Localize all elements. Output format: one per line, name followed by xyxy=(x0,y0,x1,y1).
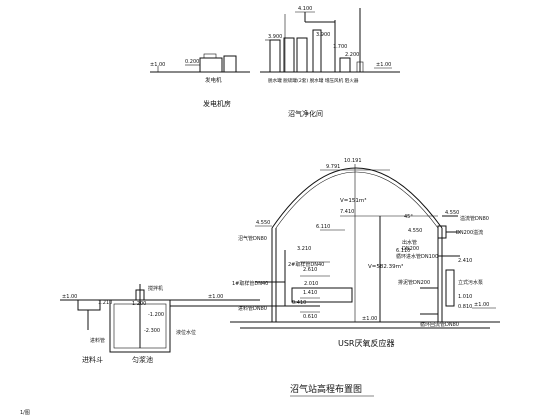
circulation-pipe-label: 循环进水管DN100 xyxy=(396,253,438,260)
elev-gen-ground: ±1.00 xyxy=(150,62,165,68)
elev-dome-top1: 9.791 xyxy=(326,164,340,170)
outlet-pipe-1: 出水管 xyxy=(402,239,417,246)
elev-left-ground: ±1.00 xyxy=(62,294,77,300)
liquid-volume: V=582.39m³ xyxy=(368,263,403,270)
elev-pur-d: 2.200 xyxy=(345,52,359,58)
outlet-pipe-2: DN200 xyxy=(402,246,419,252)
elev-pur-c: 1.700 xyxy=(333,44,347,50)
purification-caption: 沼气净化间 xyxy=(288,109,323,118)
vertical-pump-label: 立式污水泵 xyxy=(458,279,483,286)
elev-pipe2: 2.610 xyxy=(303,267,317,273)
generator-label: 发电机 xyxy=(205,76,222,84)
elev-pur-top: 4.100 xyxy=(298,6,312,12)
elev-mid1: 7.410 xyxy=(340,209,354,215)
overflow-pipe-label: 溢流管DN80 xyxy=(460,215,489,222)
elev-left-c: -1.200 xyxy=(148,312,164,318)
elev-pipe1: 3.210 xyxy=(297,246,311,252)
sample-pipe-2-label: 2#取样管DN40 xyxy=(288,261,324,268)
elev-pipe3: 1.410 xyxy=(303,290,317,296)
feed-area: ±1.00 ±1.00 1.210 进料管 搅拌机 1.200 -1.200 -… xyxy=(60,284,262,364)
gas-pipe-label: 沼气管DN80 xyxy=(238,235,267,242)
elev-right1: 2.410 xyxy=(458,258,472,264)
elev-pipe6: 2.010 xyxy=(304,281,318,287)
feed-pipe-label: 进料管 xyxy=(90,337,105,344)
elev-pur-a: 3.900 xyxy=(268,34,282,40)
drawing-title: 沼气站高程布置图 xyxy=(290,383,362,395)
purification-room: 4.100 3.900 3.900 1.700 2.200 ±1.00 脱水罐 … xyxy=(260,6,400,118)
purify-units-label: 脱水罐 脱硫罐(2套) 脱水罐 增压风机 阻火器 xyxy=(268,77,359,84)
elev-mid3: 6.110 xyxy=(396,248,410,254)
drain-pipe-label: 排泥管DN200 xyxy=(398,279,430,286)
elev-mid2: 6.110 xyxy=(316,224,330,230)
elev-pur-ground: ±1.00 xyxy=(376,62,391,68)
mixer-label: 搅拌机 xyxy=(148,285,163,292)
elev-left-a: 1.210 xyxy=(98,300,112,306)
level-label: 液位水位 xyxy=(176,329,196,336)
angle-callout: 45° xyxy=(404,214,413,220)
elev-gen-h: 0.200 xyxy=(185,59,199,65)
feed-hopper-caption: 进料斗 xyxy=(82,355,103,364)
elev-pipe5: 0.410 xyxy=(292,300,306,306)
elev-right-ground-left: ±1.00 xyxy=(208,294,223,300)
gas-volume: V=151m³ xyxy=(340,197,366,204)
elev-left-b: 1.200 xyxy=(132,301,146,307)
elev-left-d: -2.300 xyxy=(144,328,160,334)
elev-pipe4: 0.610 xyxy=(303,314,317,320)
reflux-pipe-label: 循环回流管DN80 xyxy=(420,321,459,328)
elev-reactor-ground: ±1.00 xyxy=(362,316,377,322)
usr-reactor: 9.791 10.191 V=151m³ V=582.39m³ 7.410 6.… xyxy=(230,158,500,348)
elev-right-top: 4.550 xyxy=(445,210,459,216)
elev-pur-b: 3.900 xyxy=(316,32,330,38)
corner-label: 1/图 xyxy=(20,410,30,416)
relief-pipe-label: DN200溢流 xyxy=(456,229,483,236)
elev-wall-left: 4.550 xyxy=(256,220,270,226)
inlet-pipe-label: 进料管DN80 xyxy=(238,305,267,312)
elev-right3: 0.810 xyxy=(458,304,472,310)
sample-pipe-1-label: 1#取样管DN40 xyxy=(232,280,268,287)
elev-right-ground: ±1.00 xyxy=(474,302,489,308)
elev-wall-right: 4.550 xyxy=(408,228,422,234)
generator-room: ±1.00 0.200 发电机 发电机房 xyxy=(150,53,250,108)
mixing-tank-caption: 匀浆池 xyxy=(132,355,153,364)
generator-room-caption: 发电机房 xyxy=(203,99,231,108)
elev-right2: 1.010 xyxy=(458,294,472,300)
usr-reactor-caption: USR厌氧反应器 xyxy=(338,338,395,348)
elev-dome-top2: 10.191 xyxy=(344,158,362,164)
